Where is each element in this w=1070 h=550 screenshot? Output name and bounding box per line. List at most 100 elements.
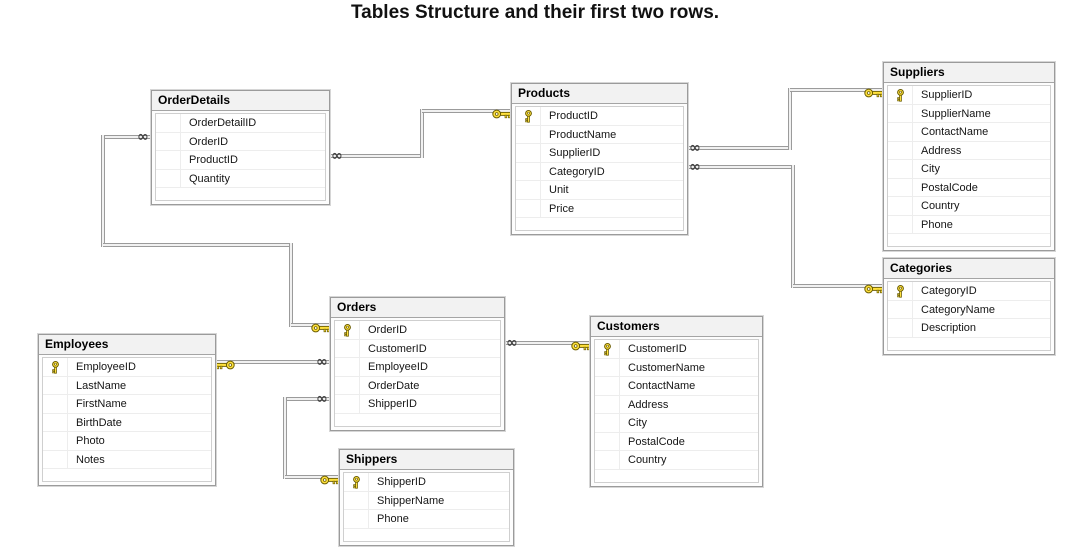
field-name: PostalCode [628, 435, 685, 448]
table-row[interactable]: ShipperID [335, 395, 500, 414]
table-row-empty[interactable] [888, 234, 1050, 246]
table-row[interactable]: Address [888, 141, 1050, 160]
table-row[interactable]: SupplierName [888, 104, 1050, 123]
table-row[interactable]: Notes [43, 450, 211, 469]
table-row[interactable]: OrderID [156, 132, 325, 151]
table-row[interactable]: OrderDetailID [156, 114, 325, 133]
table-header[interactable]: Shippers [340, 450, 513, 470]
table-header[interactable]: OrderDetails [152, 91, 329, 111]
relationship-line[interactable] [103, 135, 151, 139]
table-header[interactable]: Orders [331, 298, 504, 318]
table-row-empty[interactable] [595, 470, 758, 482]
table-row[interactable]: CustomerName [595, 358, 758, 377]
relationship-line[interactable] [291, 323, 330, 327]
table-row-empty[interactable] [344, 529, 509, 541]
table-row[interactable]: CategoryName [888, 300, 1050, 319]
table-row[interactable]: Country [888, 197, 1050, 216]
table-row[interactable]: City [595, 414, 758, 433]
relationship-line[interactable] [330, 154, 422, 158]
relationship-line[interactable] [688, 165, 793, 169]
table-row[interactable]: OrderDate [335, 376, 500, 395]
table-row[interactable]: Photo [43, 432, 211, 451]
table-header[interactable]: Suppliers [884, 63, 1054, 83]
table-row[interactable]: Address [595, 395, 758, 414]
relationship-line[interactable] [101, 135, 105, 247]
relationship-line[interactable] [688, 146, 790, 150]
key-icon [215, 360, 235, 370]
field-name: CustomerName [628, 361, 706, 374]
relationship-line[interactable] [791, 165, 795, 288]
relationship-line[interactable] [788, 88, 792, 150]
table-row[interactable]: Phone [344, 510, 509, 529]
table-row-empty[interactable] [43, 469, 211, 481]
table-row[interactable]: Phone [888, 215, 1050, 234]
key-icon [864, 284, 884, 294]
table-header[interactable]: Customers [591, 317, 762, 337]
relationship-line[interactable] [289, 243, 293, 327]
relationship-line[interactable] [505, 341, 590, 345]
table-row[interactable]: ShipperID [344, 473, 509, 492]
table-row[interactable]: Unit [516, 181, 683, 200]
table-row[interactable]: ContactName [888, 123, 1050, 142]
table-row[interactable]: SupplierID [888, 86, 1050, 105]
table-row[interactable]: ContactName [595, 377, 758, 396]
table-row[interactable]: City [888, 160, 1050, 179]
table-row[interactable]: FirstName [43, 395, 211, 414]
table-row[interactable]: EmployeeID [335, 358, 500, 377]
table-row[interactable]: Quantity [156, 169, 325, 188]
table-row[interactable]: BirthDate [43, 413, 211, 432]
table-row[interactable]: Description [888, 319, 1050, 338]
table-header[interactable]: Employees [39, 335, 215, 355]
infinity-icon: ∞ [316, 354, 328, 370]
key-icon [311, 323, 331, 333]
key-endpoint [492, 106, 512, 124]
table-row[interactable]: Country [595, 451, 758, 470]
key-cell-empty [43, 432, 68, 450]
table-row[interactable]: ShipperName [344, 491, 509, 510]
table-row-empty[interactable] [516, 218, 683, 230]
table-row[interactable]: OrderID [335, 321, 500, 340]
table-row-empty[interactable] [156, 188, 325, 200]
table-row[interactable]: ProductID [516, 107, 683, 126]
relationship-line[interactable] [283, 397, 287, 479]
table-row[interactable]: ProductName [516, 125, 683, 144]
table-row[interactable]: CustomerID [335, 339, 500, 358]
relationship-line[interactable] [790, 88, 883, 92]
table-row[interactable]: LastName [43, 376, 211, 395]
table-row[interactable]: CustomerID [595, 340, 758, 359]
key-cell-empty [595, 395, 620, 413]
table-row[interactable]: EmployeeID [43, 358, 211, 377]
relationship-line[interactable] [103, 243, 291, 247]
field-name: ProductName [549, 128, 617, 141]
table-row[interactable]: Price [516, 199, 683, 218]
field-name: Description [921, 322, 977, 334]
table-header[interactable]: Categories [884, 259, 1054, 279]
relationship-line[interactable] [285, 397, 330, 401]
key-cell-empty [156, 114, 181, 132]
key-icon [524, 110, 532, 123]
relationship-line[interactable] [285, 475, 339, 479]
key-cell-empty [888, 319, 913, 337]
relationship-line[interactable] [420, 109, 424, 158]
table-row[interactable]: CategoryID [516, 162, 683, 181]
relationship-line[interactable] [216, 360, 330, 364]
relationship-line[interactable] [793, 284, 883, 288]
table-row[interactable]: CategoryID [888, 282, 1050, 301]
table-row[interactable]: ProductID [156, 151, 325, 170]
table-row[interactable]: SupplierID [516, 144, 683, 163]
relationship-line[interactable] [422, 109, 511, 113]
field-name: SupplierID [549, 147, 601, 159]
table-row[interactable]: PostalCode [595, 432, 758, 451]
table-row[interactable]: PostalCode [888, 178, 1050, 197]
table-row-empty[interactable] [335, 414, 500, 426]
table-header[interactable]: Products [512, 84, 687, 104]
table-row-empty[interactable] [888, 338, 1050, 350]
